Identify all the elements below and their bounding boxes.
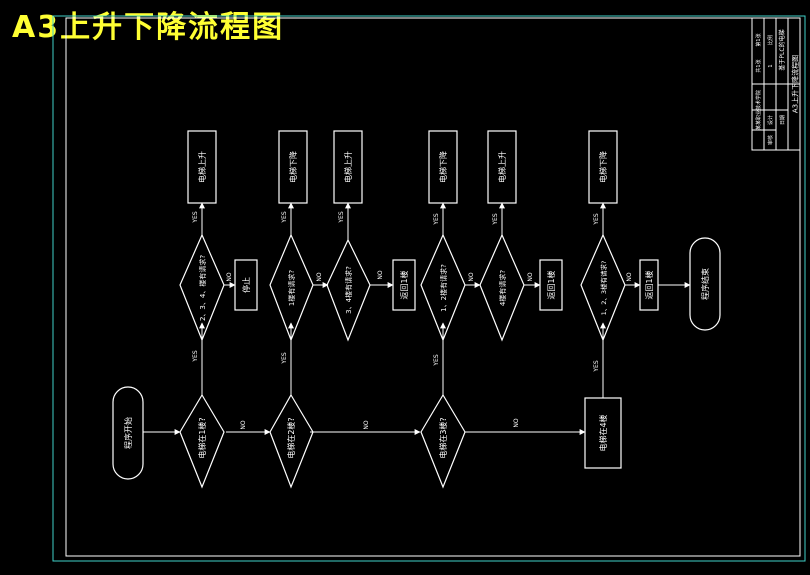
- title-block-date: 日期: [780, 115, 786, 125]
- process-up1: [187, 130, 217, 204]
- process-down4: [588, 130, 618, 204]
- start-label: 程序开始: [123, 417, 133, 449]
- decision-floor1: [179, 393, 225, 489]
- inner-frame: [65, 17, 801, 557]
- title-block-school: 某某职业技术学院: [755, 90, 762, 130]
- decision-call4-label: 1、2、3楼有请求?: [599, 261, 608, 316]
- start-terminal: [112, 386, 144, 480]
- decision-call3a: [420, 233, 466, 342]
- decision-call3a-label: 1、2楼有请求?: [439, 264, 448, 312]
- process-back1c-label: 返回1楼: [644, 270, 654, 299]
- decision-call3b: [479, 233, 525, 342]
- process-at4: [584, 397, 622, 469]
- drawing-frame: [52, 15, 806, 562]
- yes-label: YES: [192, 211, 199, 223]
- no-label: NO: [240, 420, 247, 429]
- shapes: [112, 130, 721, 489]
- no-label: NO: [468, 272, 475, 281]
- yes-label: YES: [338, 211, 345, 223]
- title-block-drawing: A3上升下降流程图: [791, 55, 800, 113]
- yes-label: YES: [433, 213, 440, 225]
- decision-floor3: [420, 393, 466, 489]
- process-down3-label: 电梯下降: [438, 151, 448, 183]
- decision-call2a-label: 1楼有请求?: [287, 270, 296, 306]
- process-up2: [333, 130, 363, 204]
- edge-labels: YES YES YES YES YES YES YES YES YES YES …: [192, 211, 633, 429]
- yes-label: YES: [433, 354, 440, 366]
- yes-label: YES: [281, 211, 288, 223]
- title-block-project: 基于PLC的电梯: [778, 29, 786, 70]
- decision-call4: [580, 233, 626, 342]
- no-label: NO: [316, 272, 323, 281]
- title-block-sheets: 共1张: [755, 59, 762, 72]
- end-label: 程序结束: [700, 268, 710, 300]
- process-down4-label: 电梯下降: [598, 151, 608, 183]
- process-up3: [487, 130, 517, 204]
- process-back1a: [392, 259, 416, 311]
- decision-call1-label: 2、3、4、楼有请求?: [198, 255, 207, 321]
- decision-call3b-label: 4楼有请求?: [498, 270, 507, 306]
- process-up3-label: 电梯上升: [497, 151, 507, 183]
- decision-call1: [179, 233, 225, 342]
- decision-floor1-label: 电梯在1楼?: [197, 417, 207, 458]
- decision-call2b: [326, 238, 371, 342]
- no-label: NO: [226, 272, 233, 281]
- title-block: A3上升下降流程图 基于PLC的电梯 比例 1 第1张 共1张 某某职业技术学院…: [751, 17, 801, 151]
- no-label: NO: [626, 272, 633, 281]
- decision-call2a: [269, 233, 314, 342]
- yes-label: YES: [192, 350, 199, 362]
- decision-floor3-label: 电梯在3楼?: [438, 417, 448, 458]
- yes-label: YES: [593, 213, 600, 225]
- no-label: NO: [377, 270, 384, 279]
- title-block-sheet: 第1张: [755, 33, 762, 46]
- process-back1a-label: 返回1楼: [399, 270, 409, 299]
- no-label: NO: [363, 420, 370, 429]
- decision-floor2: [269, 393, 314, 489]
- decision-call2b-label: 3、4楼有请求?: [344, 266, 353, 314]
- process-back1b-label: 返回1楼: [546, 270, 556, 299]
- connectors: [143, 202, 691, 435]
- yes-label: YES: [492, 213, 499, 225]
- title-block-scale-label: 比例: [767, 35, 774, 45]
- title-block-designer: 设计: [767, 115, 774, 125]
- process-down2-label: 电梯下降: [288, 151, 298, 183]
- no-label: NO: [527, 272, 534, 281]
- process-at4-label: 电梯在4楼: [598, 414, 608, 451]
- process-down3: [428, 130, 458, 204]
- process-down2: [278, 130, 308, 204]
- title-block-checker: 审核: [767, 135, 774, 145]
- process-stop-label: 停止: [241, 277, 251, 293]
- process-back1c: [639, 259, 659, 311]
- process-back1b: [539, 259, 563, 311]
- process-up2-label: 电梯上升: [343, 151, 353, 183]
- end-terminal: [689, 237, 721, 331]
- process-up1-label: 电梯上升: [197, 151, 207, 183]
- title-block-scale-value: 1: [768, 64, 774, 67]
- no-label: NO: [513, 418, 520, 427]
- yes-label: YES: [593, 360, 600, 372]
- yes-label: YES: [281, 352, 288, 364]
- process-stop: [234, 259, 258, 311]
- decision-floor2-label: 电梯在2楼?: [286, 417, 296, 458]
- node-labels: 程序开始 程序结束 电梯在1楼? 电梯在2楼? 电梯在3楼? 2、3、4、楼有请…: [123, 151, 710, 459]
